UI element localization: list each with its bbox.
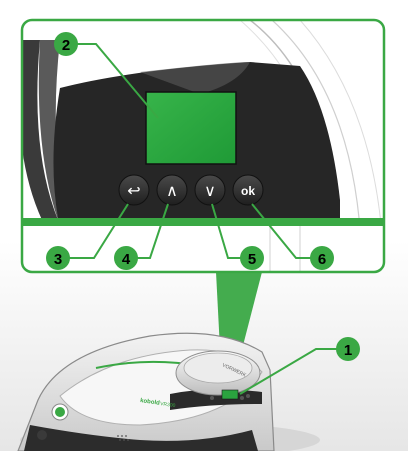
back-button[interactable]: ↩ <box>119 175 149 205</box>
callout-1-number: 1 <box>344 342 352 359</box>
down-button[interactable]: ∨ <box>195 175 225 205</box>
callout-3: 3 <box>46 246 70 270</box>
callout-5-number: 5 <box>248 251 256 268</box>
robot-lcd <box>222 390 238 399</box>
callout-2: 2 <box>54 32 78 56</box>
callout-1: 1 <box>336 337 360 361</box>
zoom-panel: ↩ ∧ ∨ ok <box>19 20 384 272</box>
callout-5: 5 <box>240 246 264 270</box>
callout-6: 6 <box>310 246 334 270</box>
callout-6-number: 6 <box>318 251 326 268</box>
down-icon: ∨ <box>204 183 216 200</box>
back-icon: ↩ <box>127 183 140 200</box>
ok-button[interactable]: ok <box>233 175 263 205</box>
display-screen <box>146 92 236 164</box>
callout-3-number: 3 <box>54 251 62 268</box>
callout-4-number: 4 <box>122 251 131 268</box>
callout-4: 4 <box>114 246 138 270</box>
ok-label: ok <box>241 184 255 198</box>
callout-2-number: 2 <box>62 37 70 54</box>
up-icon: ∧ <box>166 183 178 200</box>
up-button[interactable]: ∧ <box>157 175 187 205</box>
